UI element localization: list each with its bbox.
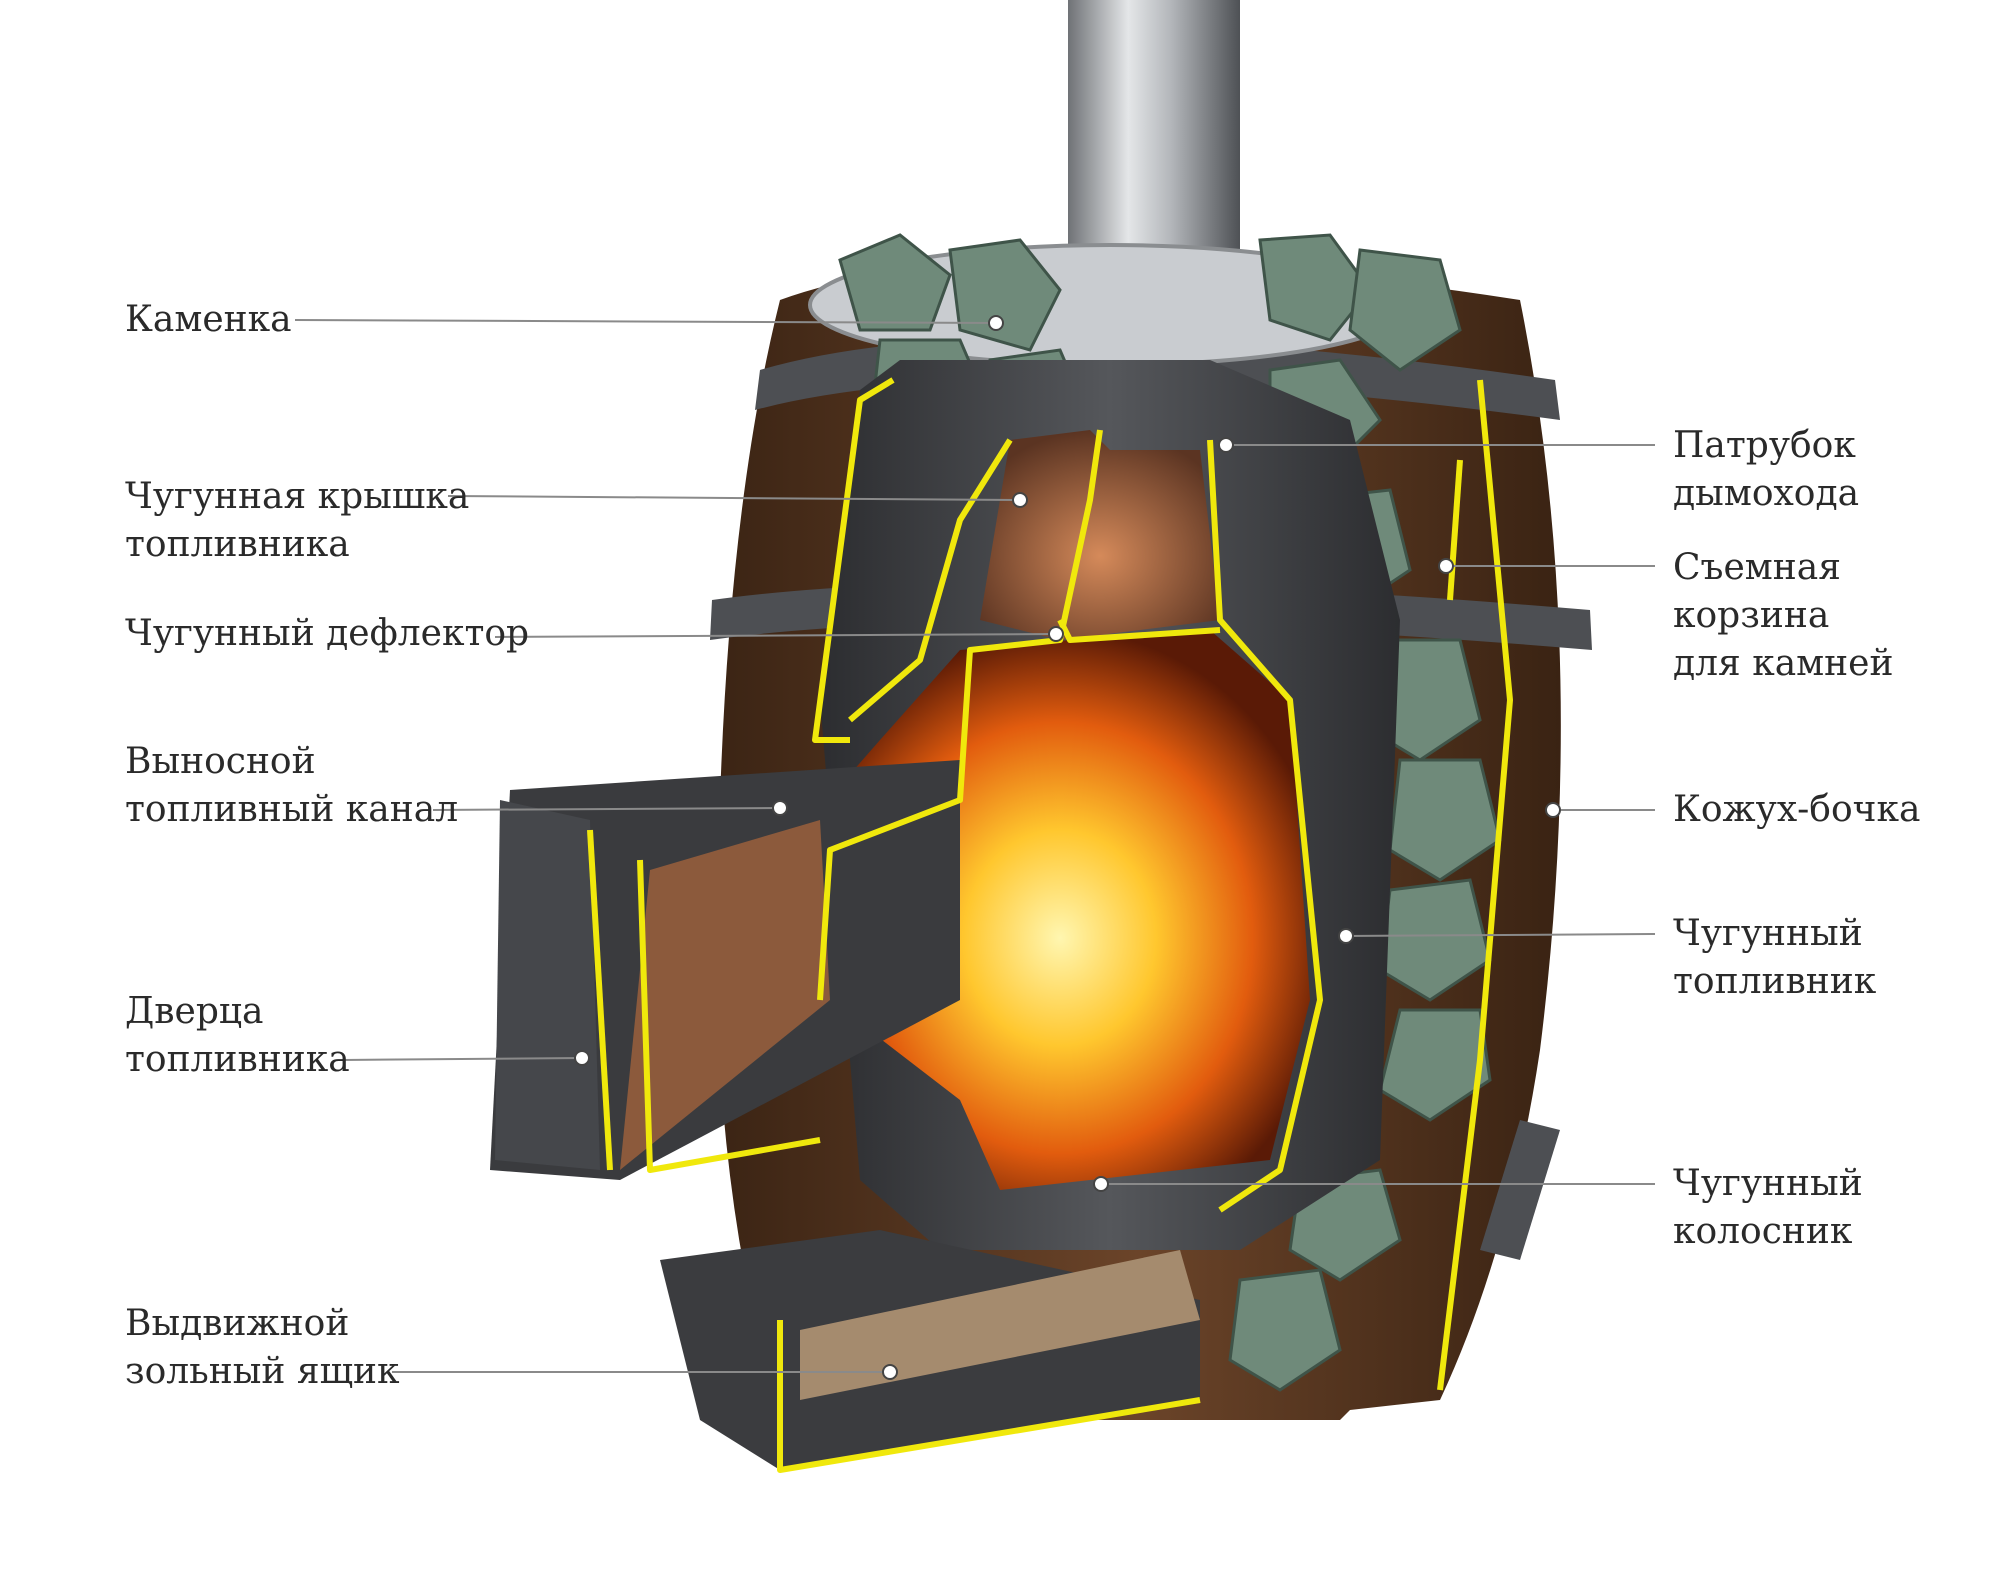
label-firebox: Чугунный топливник [1673, 910, 1876, 1006]
leader-lid [447, 495, 1021, 501]
label-grate-line-1: Чугунный [1673, 1163, 1863, 1204]
leader-channel [432, 807, 781, 811]
smoke-chamber [980, 430, 1220, 640]
label-kamenka-text: Каменка [125, 299, 292, 340]
label-basket-line-2: корзина [1673, 595, 1830, 636]
label-deflector-text: Чугунный дефлектор [125, 613, 530, 654]
label-door: Дверца топливника [125, 988, 350, 1084]
label-kamenka: Каменка [125, 296, 292, 344]
label-lid-line-2: топливника [125, 524, 350, 565]
label-channel-line-1: Выносной [125, 741, 316, 782]
dot-kamenka [988, 315, 1004, 331]
dot-firebox [1338, 928, 1354, 944]
label-ash-box-line-1: Выдвижной [125, 1303, 350, 1344]
label-door-line-1: Дверца [125, 991, 264, 1032]
dot-lid [1012, 492, 1028, 508]
label-lid-line-1: Чугунная крышка [125, 476, 470, 517]
label-channel: Выносной топливный канал [125, 738, 458, 834]
label-deflector: Чугунный дефлектор [125, 610, 529, 658]
label-grate-line-2: колосник [1673, 1211, 1853, 1252]
dot-ash-box [882, 1364, 898, 1380]
barrel-hoop-bottom [1480, 1120, 1560, 1260]
ash-box-inner [800, 1250, 1200, 1400]
dot-grate [1093, 1176, 1109, 1192]
leader-deflector [494, 633, 1057, 638]
label-lid: Чугунная крышка топливника [125, 473, 469, 569]
leader-kamenka [294, 319, 997, 324]
dot-chimney [1218, 437, 1234, 453]
dot-channel [772, 800, 788, 816]
dot-basket [1438, 558, 1454, 574]
label-firebox-line-1: Чугунный [1673, 913, 1863, 954]
leader-dots [574, 315, 1561, 1380]
label-channel-line-2: топливный канал [125, 789, 459, 830]
label-grate: Чугунный колосник [1673, 1160, 1863, 1256]
label-chimney-line-1: Патрубок [1673, 425, 1856, 466]
label-basket-line-1: Съемная [1673, 547, 1841, 588]
cut-edges [587, 377, 1513, 1473]
label-firebox-line-2: топливник [1673, 961, 1877, 1002]
dot-door [574, 1050, 590, 1066]
label-casing-text: Кожух-бочка [1673, 789, 1921, 830]
fuel-channel-inner [620, 820, 830, 1170]
label-door-line-2: топливника [125, 1039, 350, 1080]
label-casing: Кожух-бочка [1673, 786, 1920, 834]
firebox-door [495, 800, 600, 1170]
label-ash-box-line-2: зольный ящик [125, 1351, 400, 1392]
dot-casing [1545, 802, 1561, 818]
label-ash-box: Выдвижной зольный ящик [125, 1300, 400, 1396]
leader-lines [294, 319, 1656, 1373]
leader-firebox [1345, 933, 1656, 937]
label-basket: Съемная корзина для камней [1673, 544, 1893, 688]
label-basket-line-3: для камней [1673, 643, 1894, 684]
leader-door [342, 1057, 583, 1061]
label-chimney-line-2: дымохода [1673, 473, 1860, 514]
dot-deflector [1048, 626, 1064, 642]
label-chimney: Патрубок дымохода [1673, 422, 1859, 518]
